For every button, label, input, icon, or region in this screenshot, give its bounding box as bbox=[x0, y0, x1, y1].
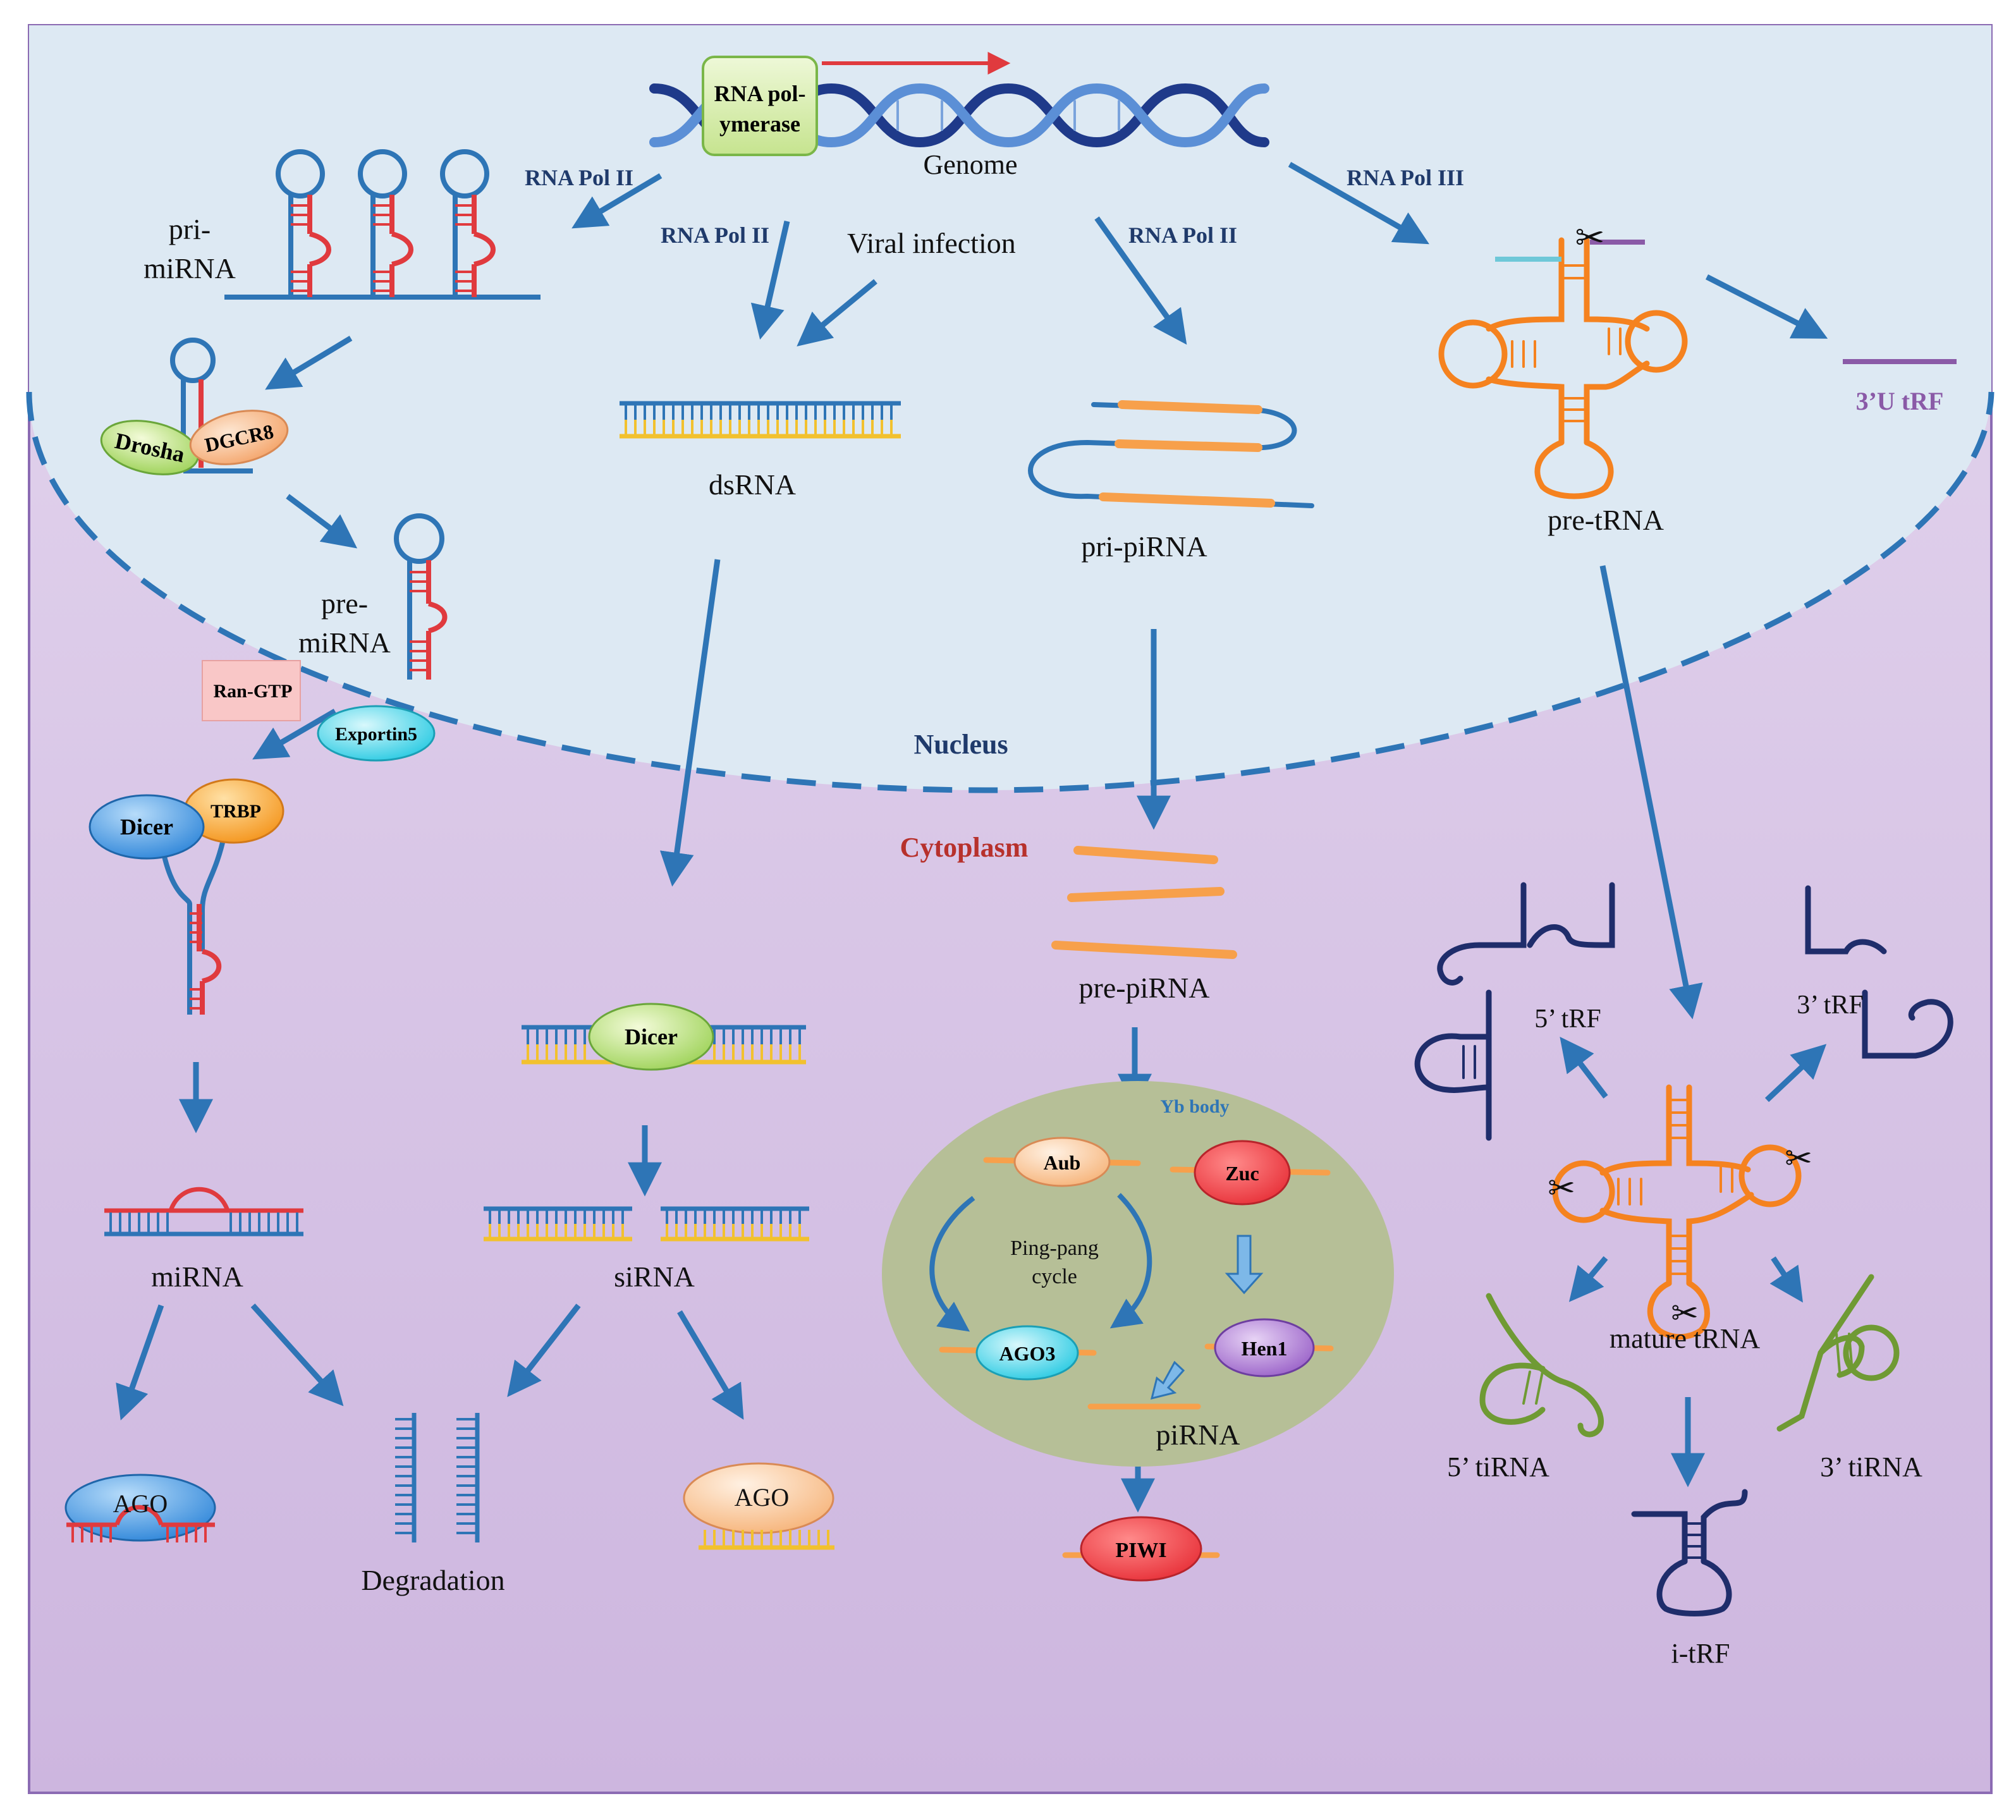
ago3-protein bbox=[975, 1325, 1079, 1381]
cytoplasm-arrows bbox=[116, 559, 1827, 1513]
dicer-left-protein bbox=[89, 794, 205, 860]
tirna-3-fragment bbox=[1776, 1274, 1900, 1432]
rna-polymerase-label-line1: RNA pol- bbox=[714, 81, 805, 106]
dicer-left-label: Dicer bbox=[120, 814, 173, 840]
trf-5-fragments bbox=[1414, 882, 1615, 1141]
pri-pirna-label: pri-piRNA bbox=[1081, 530, 1207, 563]
piwi-protein bbox=[1080, 1516, 1202, 1582]
ago-bound-sirna bbox=[699, 1530, 834, 1550]
rna-polymerase-box bbox=[702, 56, 818, 156]
dsrna-duplex bbox=[620, 401, 901, 439]
exportin5-protein bbox=[317, 705, 436, 762]
i-trf-fragment bbox=[1631, 1489, 1748, 1616]
ping-pang-label-line2: cycle bbox=[1032, 1265, 1077, 1288]
pre-trna-label: pre-tRNA bbox=[1548, 504, 1664, 536]
hen1-protein bbox=[1214, 1318, 1315, 1377]
tirna-5-fragment bbox=[1479, 1293, 1604, 1438]
degraded-strands bbox=[395, 1413, 480, 1542]
tirna-3-label: 3’ tiRNA bbox=[1820, 1451, 1922, 1482]
exportin5-label: Exportin5 bbox=[335, 724, 417, 745]
zuc-to-hen1-block-arrow bbox=[1225, 1235, 1264, 1295]
trbp-label: TRBP bbox=[211, 801, 261, 822]
piwi-label: PIWI bbox=[1115, 1539, 1166, 1562]
genome-label: Genome bbox=[923, 149, 1017, 180]
trf-5-label: 5’ tRF bbox=[1534, 1005, 1601, 1034]
rna-pol-iii-label: RNA Pol III bbox=[1347, 165, 1464, 190]
pri-mirna-label-line2: miRNA bbox=[144, 252, 236, 284]
nucleus-region bbox=[29, 25, 1991, 790]
hen1-label: Hen1 bbox=[1242, 1337, 1288, 1360]
pri-mirna-structure bbox=[224, 149, 541, 300]
mature-trna-label: mature tRNA bbox=[1610, 1323, 1761, 1354]
dgcr8-protein bbox=[189, 410, 289, 465]
rna-polymerase-label-line2: ymerase bbox=[719, 111, 800, 137]
sirna-duplexes bbox=[484, 1206, 809, 1242]
mirna-label: miRNA bbox=[151, 1261, 243, 1293]
trf-3-fragments bbox=[1805, 885, 1953, 1059]
rna-pol-ii-mid-label: RNA Pol II bbox=[661, 223, 769, 248]
pre-mirna-label-line1: pre- bbox=[321, 587, 368, 620]
sirna-label: siRNA bbox=[614, 1261, 695, 1293]
ago3-label: AGO3 bbox=[999, 1342, 1056, 1365]
ping-pang-cycle-arrows bbox=[929, 1193, 1152, 1332]
aub-protein bbox=[1013, 1137, 1111, 1187]
ago-sirna-protein bbox=[683, 1462, 834, 1534]
nucleus-label: Nucleus bbox=[913, 729, 1008, 760]
mirna-duplex bbox=[104, 1187, 303, 1237]
dloop-scissors-icon: ✂ bbox=[1548, 1171, 1575, 1207]
zuc-label: Zuc bbox=[1225, 1162, 1259, 1185]
export-arrow bbox=[252, 709, 337, 760]
ran-gtp-box bbox=[202, 660, 301, 721]
pre-pirna-fragments bbox=[1051, 846, 1237, 959]
rna-pol-ii-left-label: RNA Pol II bbox=[525, 165, 633, 190]
zuc-protein bbox=[1194, 1140, 1291, 1206]
tloop-scissors-icon: ✂ bbox=[1785, 1141, 1812, 1177]
hen1-to-pirna-block-arrow bbox=[1150, 1360, 1185, 1400]
nucleus-arrows bbox=[265, 162, 1828, 549]
anticodon-scissors-icon: ✂ bbox=[1671, 1296, 1699, 1332]
yb-body-label: Yb body bbox=[1160, 1096, 1229, 1117]
ago-bound-mirna bbox=[66, 1505, 215, 1542]
pre-pirna-label: pre-piRNA bbox=[1079, 972, 1210, 1004]
mature-trna-cloverleaf bbox=[1552, 1084, 1802, 1340]
pre-trna-cleavage-scissors-icon: ✂ bbox=[1575, 219, 1605, 258]
pre-mirna-hairpin bbox=[394, 513, 448, 680]
trf-3-label: 3’ tRF bbox=[1797, 991, 1863, 1020]
pre-mirna-label-line2: miRNA bbox=[298, 626, 391, 659]
ago-sirna-label: AGO bbox=[735, 1483, 790, 1512]
cytoplasm-label: Cytoplasm bbox=[900, 832, 1029, 863]
nuclear-envelope bbox=[26, 391, 1995, 793]
viral-infection-label: Viral infection bbox=[847, 227, 1016, 259]
dsrna-label: dsRNA bbox=[709, 468, 796, 501]
dicer-bound-hairpin bbox=[159, 834, 227, 1015]
degradation-label: Degradation bbox=[361, 1564, 504, 1596]
tirna-5-label: 5’ tiRNA bbox=[1447, 1451, 1549, 1482]
i-trf-label: i-tRF bbox=[1671, 1638, 1730, 1669]
ago-mirna-label: AGO bbox=[113, 1489, 168, 1518]
pirna-label: piRNA bbox=[1156, 1419, 1240, 1451]
rna-pol-ii-right-label: RNA Pol II bbox=[1128, 223, 1237, 248]
pri-mirna-label-line1: pri- bbox=[169, 213, 211, 245]
trf-3u-label: 3’U tRF bbox=[1856, 387, 1944, 415]
dicer-mid-protein bbox=[588, 1003, 714, 1071]
ping-pang-label-line1: Ping-pang bbox=[1010, 1237, 1099, 1260]
pre-trna-cloverleaf bbox=[1438, 237, 1688, 499]
pri-pirna-structure bbox=[1028, 400, 1314, 508]
dicer-mid-label: Dicer bbox=[625, 1024, 678, 1049]
ran-gtp-label: Ran-GTP bbox=[213, 681, 292, 702]
aub-label: Aub bbox=[1044, 1151, 1081, 1174]
